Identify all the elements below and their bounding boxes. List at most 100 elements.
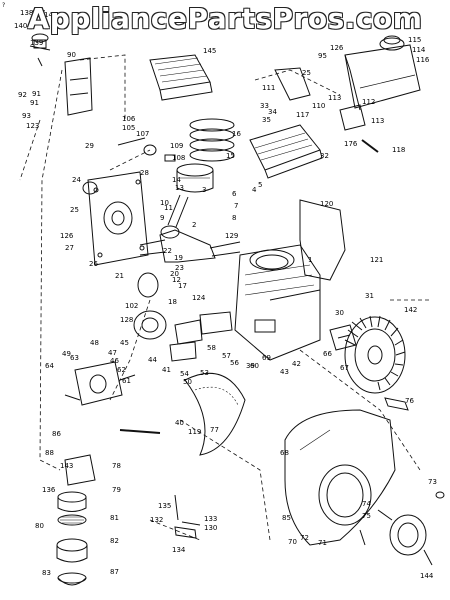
part-number-label: 126 [330,44,344,52]
part-number-label: 35 [262,116,271,124]
baffle-49 [184,372,246,456]
part-number-label: 21 [115,272,124,280]
part-number-label: 15 [226,152,235,160]
blower-housing-28 [284,409,396,546]
part-number-label: 112 [362,98,375,106]
part-number-label: 82 [110,537,119,545]
part-number-label: 20 [170,270,179,278]
part-number-label: 128 [120,316,133,324]
part-number-label: 133 [204,515,217,523]
part-number-label: 92 [18,91,27,99]
part-number-label: 61 [122,377,131,385]
part-number-label: 63 [70,354,79,362]
part-number-label: 138 [20,9,33,17]
coil-30 [329,324,357,351]
part-number-label: 3 [202,186,206,194]
part-number-label: 68 [280,449,289,457]
part-number-label: 11 [164,204,173,212]
part-number-label: 130 [204,524,217,532]
part-number-label: 49 [62,350,71,358]
part-number-label: 54 [180,370,189,378]
part-number-label: 27 [65,244,74,252]
part-number-label: 56 [230,359,239,367]
part-number-label: 110 [312,102,325,110]
bearing-21 [137,272,159,298]
part-number-label: 121 [370,256,383,264]
part-number-label: 31 [365,292,374,300]
part-number-label: 32 [320,152,329,160]
dashed-leader-lines [19,54,430,541]
part-number-label: 25 [302,69,311,77]
part-number-label: 85 [282,514,291,522]
part-number-label: 70 [288,538,297,546]
rewind-starter-144 [377,491,445,566]
part-number-label: 83 [42,569,51,577]
part-number-label: 13 [175,184,184,192]
part-number-label: 140 [14,22,27,30]
part-number-label: 73 [428,478,437,486]
part-number-label: 141 [44,11,57,19]
part-number-label: 86 [52,430,61,438]
part-number-label: 43 [280,368,289,376]
part-number-label: 25 [70,206,79,214]
part-number-label: 113 [371,117,384,125]
part-number-label: 40 [175,419,184,427]
watermark-text: AppliancePartsPros.com [27,2,423,35]
part-number-label: 105 [122,124,135,132]
part-number-label: 88 [45,449,54,457]
part-number-label: 45 [120,339,129,347]
part-number-label: 9 [160,214,164,222]
part-number-label: 95 [318,52,327,60]
part-number-label: 119 [188,428,201,436]
oil-seal-24 [82,181,98,195]
part-number-label: 50 [183,378,192,386]
cylinder-block-1 [234,244,321,361]
part-number-label: 123 [26,122,39,130]
part-number-label: 137 [32,9,45,17]
part-number-label: 90 [67,51,76,59]
part-number-label: 114 [412,46,426,54]
part-number-label: 62 [117,366,126,374]
part-number-label: 111 [262,84,275,92]
part-number-label: 30 [335,309,344,317]
crankshaft-2 [139,229,241,263]
part-number-label: 72 [300,534,309,542]
part-number-label: 44 [148,356,157,364]
part-number-label: 24 [72,176,81,184]
part-number-label: 16 [232,130,241,138]
part-number-label: 116 [416,56,430,64]
reed-plates [133,310,233,362]
part-number-label: 48 [90,339,99,347]
part-number-label: 75 [362,512,371,520]
part-number-label: 81 [110,514,119,522]
part-number-label: 176 [344,140,358,148]
part-number-label: 53 [200,369,209,377]
part-number-label: 39 [246,362,255,370]
part-number-label: 109 [170,142,183,150]
part-number-label: 79 [112,486,121,494]
crankcase-cover-26 [87,171,149,266]
part-number-label: 126 [60,232,74,240]
part-number-label: 76 [405,397,414,405]
piston-13 [176,163,214,193]
part-number-label: 66 [323,350,332,358]
part-number-label: 136 [42,486,56,494]
part-number-label: 143 [60,462,73,470]
part-number-label: 2 [192,221,196,229]
part-number-label: 132 [150,516,163,524]
part-number-label: 8 [232,214,236,222]
part-number-label: 115 [408,36,421,44]
part-number-label: 124 [192,294,206,302]
part-number-label: 58 [207,344,216,352]
part-number-label: 26 [89,260,98,268]
part-number-label: 12 [172,276,181,284]
part-number-label: 78 [112,462,121,470]
part-number-label: 91 [32,90,41,98]
part-number-label: 34 [268,108,277,116]
part-number-label: 118 [392,146,405,154]
part-number-label: 46 [110,357,119,365]
part-number-label: 80 [35,522,44,530]
part-number-label: 74 [362,500,371,508]
